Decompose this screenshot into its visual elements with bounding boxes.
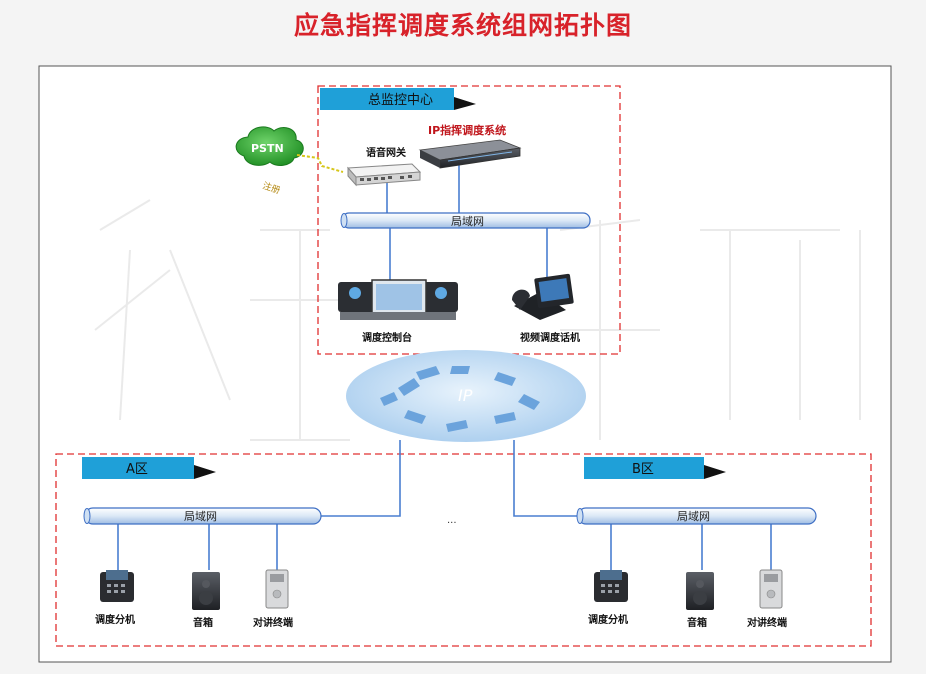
zone-a-lan-pipe: 局域网 bbox=[83, 507, 322, 525]
center-tab-label: 总监控中心 bbox=[368, 93, 433, 108]
zone-a-lan-label: 局域网 bbox=[184, 510, 217, 523]
pstn-label: PSTN bbox=[251, 142, 284, 155]
voice-gateway-label: 语音网关 bbox=[366, 146, 406, 159]
connection-lines bbox=[117, 164, 772, 570]
center-tab: 总监控中心 bbox=[320, 88, 476, 110]
center-lan-label: 局域网 bbox=[451, 215, 484, 228]
zone-a-device-3-label: 对讲终端 bbox=[253, 616, 293, 629]
zone-a-speaker-icon bbox=[192, 572, 220, 610]
zone-a-device-2-label: 音箱 bbox=[193, 616, 213, 629]
zone-b-speaker-icon bbox=[686, 572, 714, 610]
pstn-cloud-icon: PSTN bbox=[235, 126, 304, 166]
page-title: 应急指挥调度系统组网拓扑图 bbox=[293, 11, 632, 40]
dispatch-console-label: 调度控制台 bbox=[362, 331, 412, 344]
voice-gateway-icon bbox=[346, 163, 422, 187]
zone-a-device-1-label: 调度分机 bbox=[95, 613, 135, 626]
zone-b-device-3-label: 对讲终端 bbox=[747, 616, 787, 629]
ip-cloud-label: IP bbox=[458, 386, 473, 405]
zone-b-device-1-label: 调度分机 bbox=[588, 613, 628, 626]
zone-b-tab-label: B区 bbox=[632, 462, 654, 477]
zone-b-desk-phone-icon bbox=[594, 570, 628, 602]
video-phone-label: 视频调度话机 bbox=[520, 331, 580, 344]
zone-a-intercom-icon bbox=[265, 569, 289, 609]
ip-network-cloud: IP bbox=[346, 350, 586, 442]
zone-b-tab: B区 bbox=[584, 457, 726, 479]
dispatch-console-icon bbox=[338, 279, 458, 320]
zone-a-desk-phone-icon bbox=[100, 570, 134, 602]
pstn-link-icon bbox=[296, 154, 344, 173]
ip-dispatch-server-icon bbox=[418, 139, 522, 169]
zone-b-lan-label: 局域网 bbox=[677, 510, 710, 523]
center-lan-pipe: 局域网 bbox=[340, 212, 591, 229]
zone-b-device-2-label: 音箱 bbox=[687, 616, 707, 629]
ip-dispatch-system-label: IP指挥调度系统 bbox=[428, 123, 506, 137]
video-phone-icon bbox=[512, 273, 574, 320]
zones-border bbox=[55, 453, 872, 647]
zone-b-intercom-icon bbox=[759, 569, 783, 609]
network-arrow-icons bbox=[380, 366, 540, 432]
zone-a-tab: A区 bbox=[82, 457, 216, 479]
more-zones-ellipsis: ... bbox=[447, 515, 457, 526]
zone-a-tab-label: A区 bbox=[126, 462, 148, 477]
zone-b-lan-pipe: 局域网 bbox=[576, 507, 817, 525]
